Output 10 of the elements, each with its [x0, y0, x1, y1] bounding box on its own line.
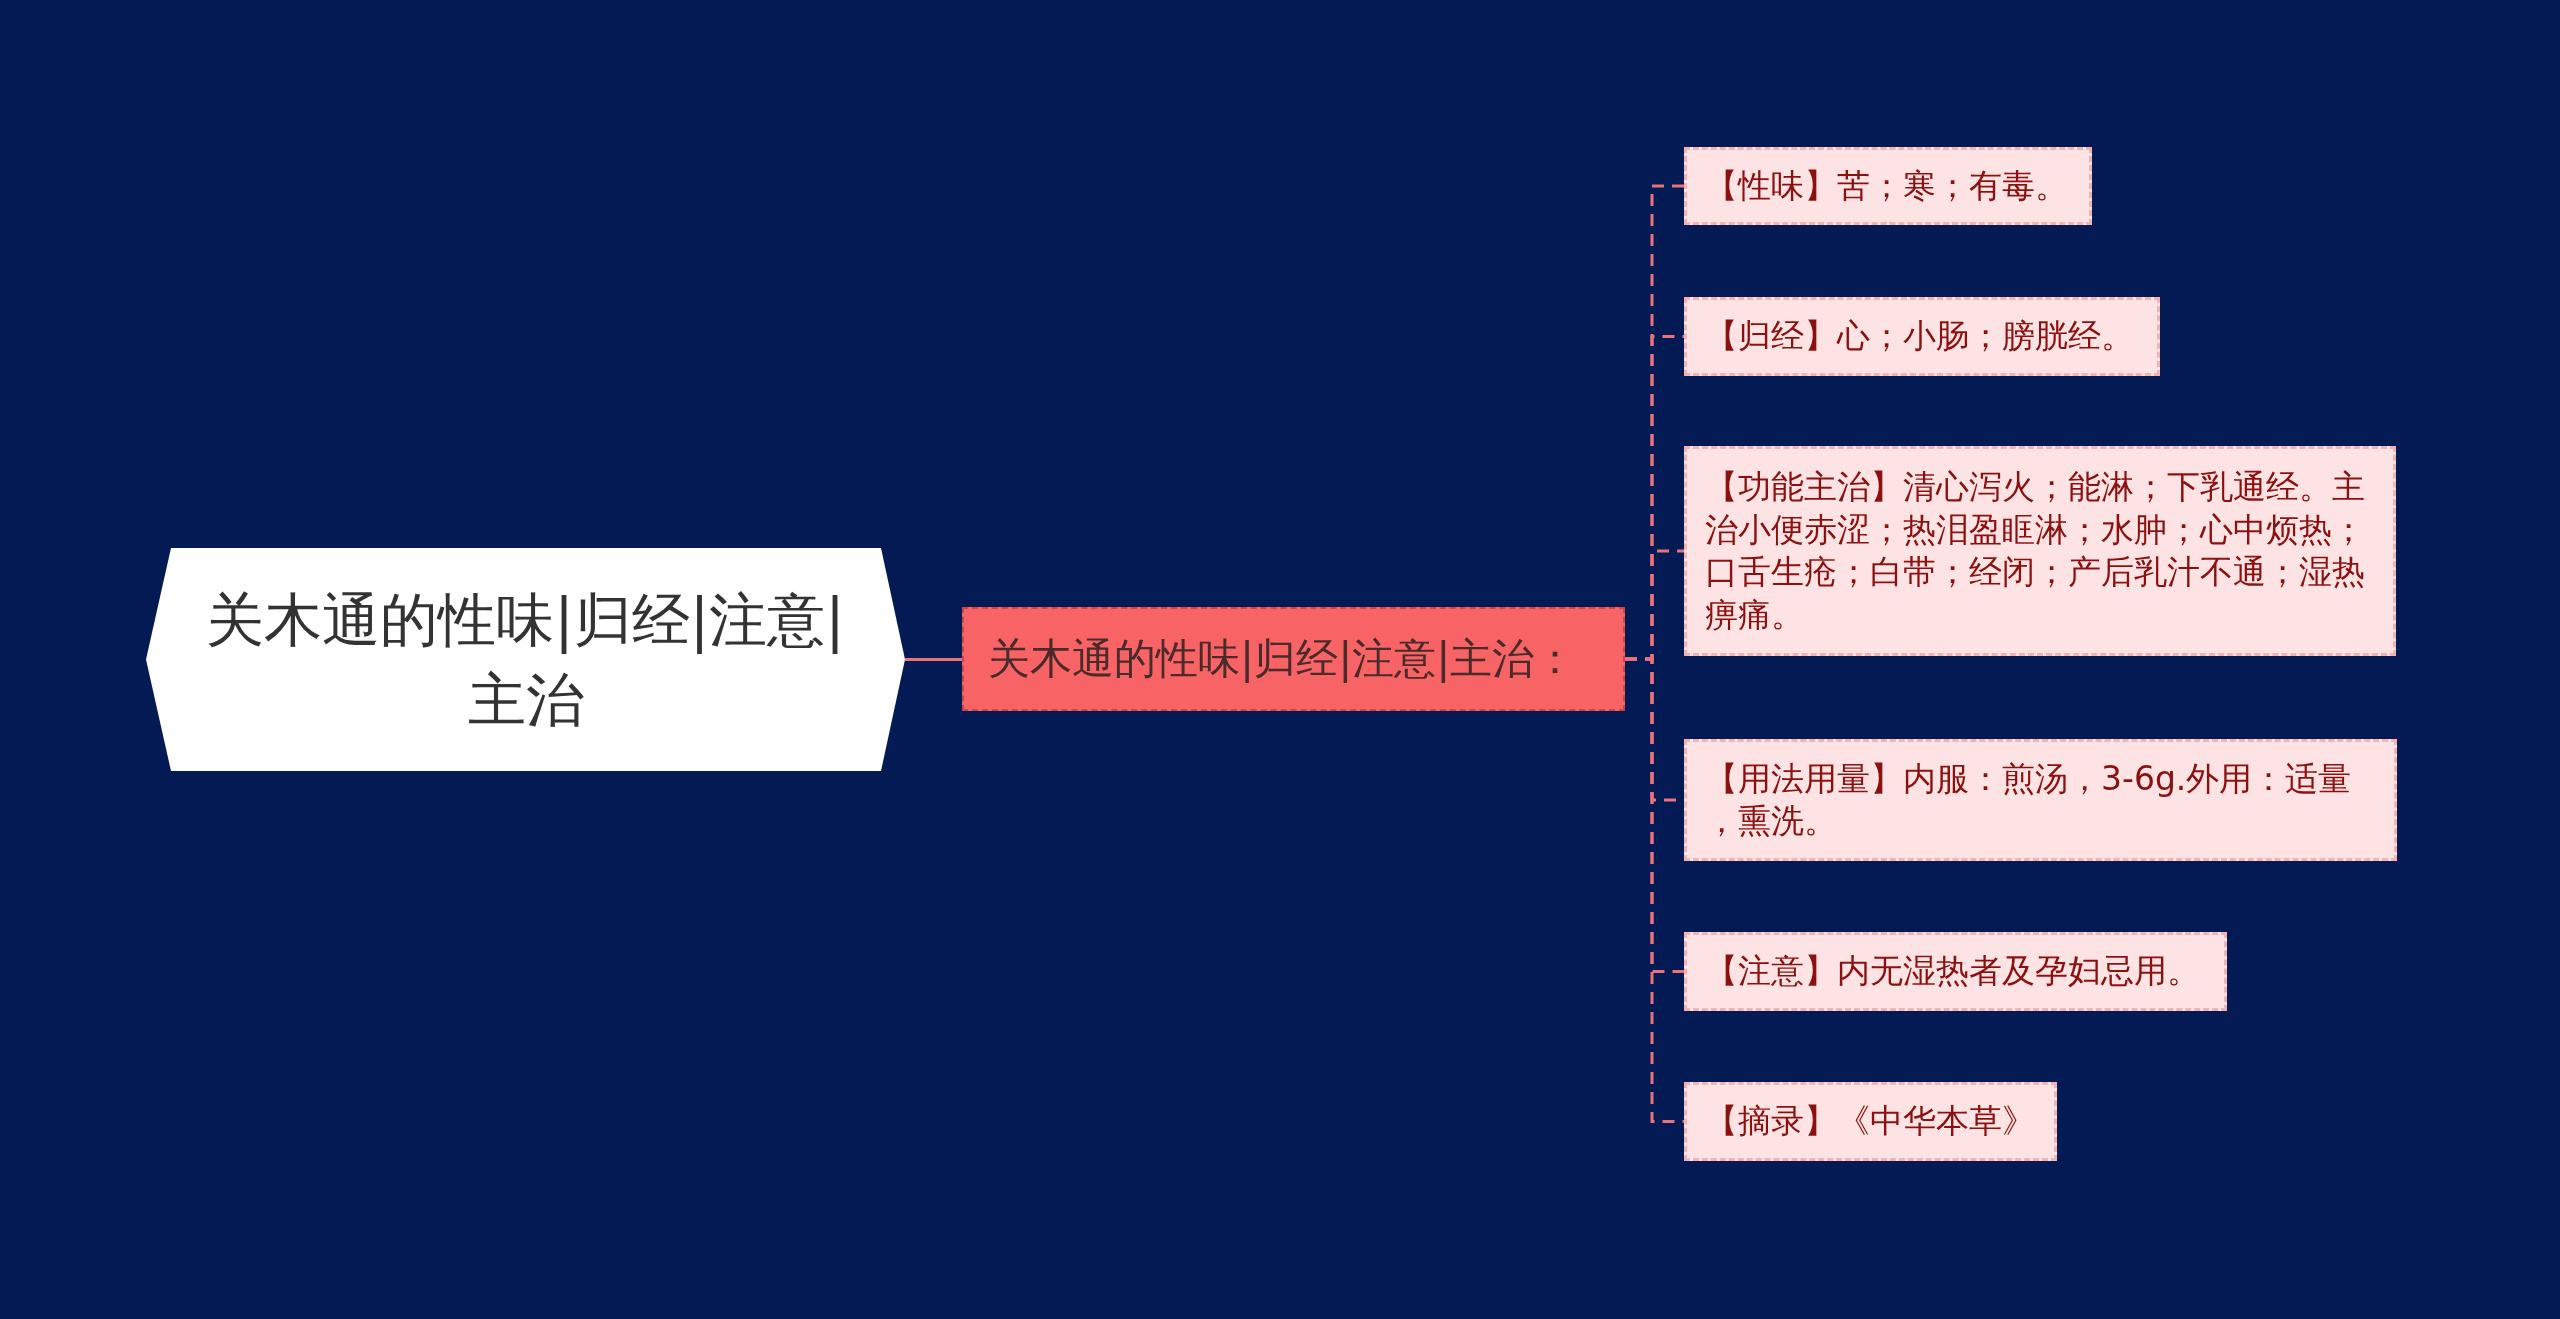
note-box: 【注意】内无湿热者及孕妇忌用。 — [1684, 932, 2227, 1011]
note-box: 【摘录】《中华本草》 — [1684, 1082, 2057, 1161]
note-box: 【用法用量】内服：煎汤，3-6g.外用：适量，熏洗。 — [1684, 739, 2397, 861]
note-box: 【性味】苦；寒；有毒。 — [1684, 147, 2092, 225]
hexagon-node: 关木通的性味|归经|注意|主治 — [146, 548, 905, 771]
connector-line — [905, 658, 962, 661]
note-box: 【功能主治】清心泻火；能淋；下乳通经。主治小便赤涩；热泪盈眶淋；水肿；心中烦热；口舌生疮；白带；经闭；产后乳汁不通；湿热痹痛。 — [1684, 446, 2396, 656]
topic-box: 关木通的性味|归经|注意|主治： — [962, 607, 1625, 711]
connector-line — [1625, 657, 1684, 1123]
note-box: 【归经】心；小肠；膀胱经。 — [1684, 297, 2160, 376]
